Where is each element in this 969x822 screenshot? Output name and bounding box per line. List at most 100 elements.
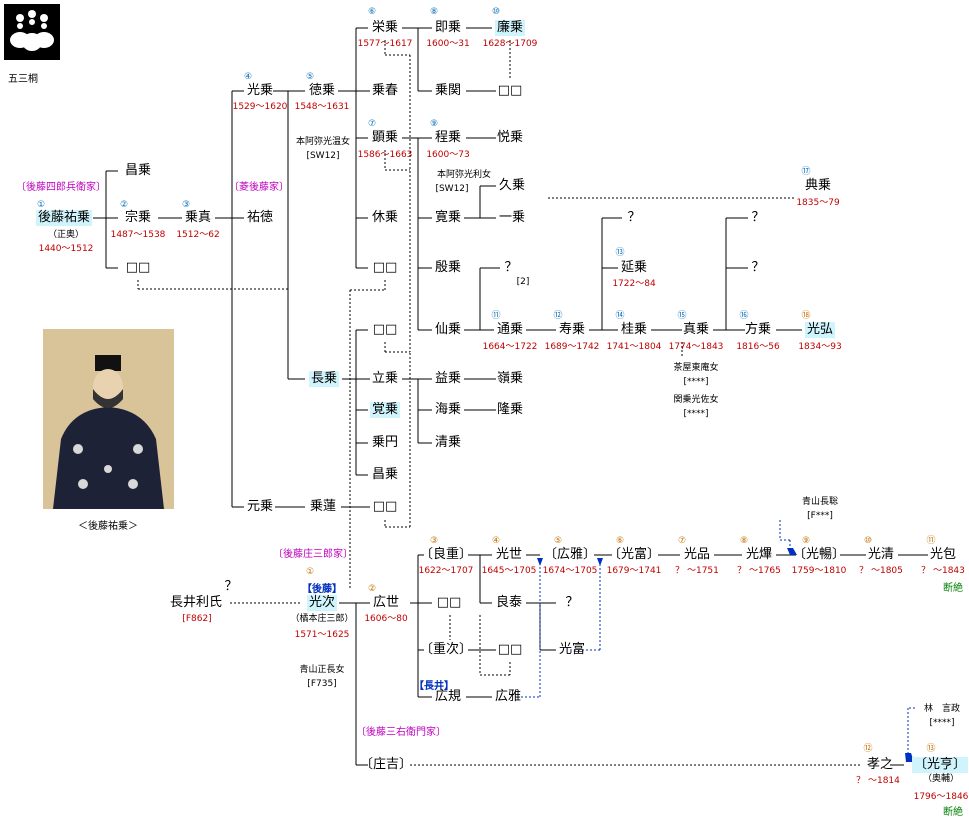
person-sokujo: 即乗 [434,20,462,35]
person-eijo-dates: 1577〜1617 [357,39,413,49]
person-jujo-dates: 1689〜1742 [544,342,600,352]
adopted-from-note: 林 言政 [923,704,961,714]
person-hojo: 方乗 [744,322,772,337]
spouse-id: [SW12] [306,151,340,161]
person-joen: 乗円 [371,435,399,450]
person-tenjo-dates: 1835〜79 [796,198,840,208]
person-koko-alias: （奥輔） [922,774,960,784]
person-shinjo-dates: 1774〜1843 [668,342,724,352]
spouse-note: 関乗光佐女 [673,395,719,405]
person-unknown: □□ [497,83,523,98]
person-kenjo-dates: 1586〜1663 [357,150,413,160]
person-unknown: □□ [372,322,398,337]
person-unknown-q: ？ [751,210,765,225]
extinct-label: 断絶 [943,807,963,818]
generation-number: ④ [491,536,501,546]
portrait-image [43,329,174,509]
person-ryoju: 〔良重〕 [419,547,473,562]
person-kohiro-dates: 1834〜93 [798,342,842,352]
person-mitsuyo-dates: 1645〜1705 [481,566,537,576]
person-kanjo: 覚乗 [369,402,401,418]
person-mitsutsugu-dates: 1571〜1625 [294,630,350,640]
generation-number: ⑧ [739,536,749,546]
person-hiroyo-dates: 1606〜80 [364,614,408,624]
generation-number: ⑧ [429,7,439,17]
extinct-label: 断絶 [943,583,963,594]
person-yujo-alias: （正奥） [47,230,85,240]
spouse-note: 青山正長女 [299,665,345,675]
person-kaijo: 海乗 [434,402,462,417]
person-sokujo-dates: 1600〜31 [426,39,470,49]
person-mitsuyo: 光世 [495,547,523,562]
person-nagai: 長井利氏 [169,595,223,610]
generation-number: ⑨ [801,536,811,546]
person-ganjo: 嶺乗 [496,371,524,386]
person-genjo: 元乗 [246,499,274,514]
person-hojo-dates: 1816〜56 [736,342,780,352]
person-mitsutsugu-alias: （橘本庄三郎） [290,614,354,624]
spouse-note: 茶屋東庵女 [673,363,719,373]
person-renjo: 廉乗 [494,20,526,36]
person-shinjo: 真乗 [682,322,710,337]
person-ryujo: 隆乗 [496,402,524,417]
generation-number: ⑥ [615,536,625,546]
reference-note: [F862] [182,614,212,624]
generation-number: ② [119,200,129,210]
person-ginjo: 殷乗 [434,260,462,275]
person-kosei: 光清 [867,547,895,562]
goshichi-kiri-crest [4,4,60,60]
person-teijo-dates: 1600〜73 [426,150,470,160]
person-kyujo: 休乗 [371,210,399,225]
person-joshin: 乗真 [184,210,212,225]
person-kosei-dates: ？ 〜1805 [859,566,903,576]
generation-number: ⑥ [367,7,377,17]
person-mitsutomi-dates: 1679〜1741 [606,566,662,576]
person-senjo: 仙乗 [434,322,462,337]
adopted-from-note: 青山長聡 [801,497,839,507]
person-unknown: □□ [436,595,462,610]
person-keijo-dates: 1741〜1804 [606,342,662,352]
person-unknown: □□ [372,499,398,514]
generation-number: ⑩ [491,7,501,17]
person-unknown-q: ？ [627,210,641,225]
generation-number: ⑨ [429,119,439,129]
person-joshin-dates: 1512〜62 [176,230,220,240]
person-unknown: □□ [125,260,151,275]
person-seijo: 清乗 [434,435,462,450]
person-shojo: 昌乗 [124,163,152,178]
person-kohiro: 光弘 [804,322,836,338]
spouse-id: [SW12] [435,184,469,194]
family-tag: 【後藤】 [302,584,342,595]
generation-number: ⑦ [367,119,377,129]
generation-number: ⑪ [491,311,501,321]
generation-number: ⑬ [615,248,625,258]
person-kenjo: 顕乗 [371,130,399,145]
person-tsujo-dates: 1664〜1722 [482,342,538,352]
generation-number: ⑯ [739,311,749,321]
person-tenjo: 典乗 [804,178,832,193]
person-yujo: 後藤祐乗 [35,210,93,226]
person-hiroyo: 広世 [372,595,400,610]
person-tokujo-dates: 1548〜1631 [294,102,350,112]
person-kohaku-dates: ？ 〜1765 [737,566,781,576]
spouse-note: 本阿弥光温女 [295,137,351,147]
person-jujo: 寿乗 [558,322,586,337]
person-yutoku: 祐徳 [246,210,274,225]
person-koko: 〔光亨〕 [911,757,969,773]
spouse-id: [F735] [307,679,337,689]
generation-number: ③ [181,200,191,210]
generation-number: ③ [429,536,439,546]
person-jokan: 乗関 [434,83,462,98]
person-enjo: 延乗 [620,260,648,275]
spouse-id: [****] [683,409,709,419]
person-unknown-q: ？ [504,260,518,275]
person-teijo: 程乗 [434,130,462,145]
person-joshun: 乗春 [371,83,399,98]
person-sojo: 宗乗 [124,210,152,225]
crest-caption: 五三桐 [8,74,38,85]
adopted-from-id: [F***] [807,511,833,521]
person-mitsushina-dates: ？ 〜1751 [675,566,719,576]
generation-number: ⑭ [615,311,625,321]
person-yujo-dates: 1440〜1512 [38,244,94,254]
generation-number: ⑫ [553,311,563,321]
